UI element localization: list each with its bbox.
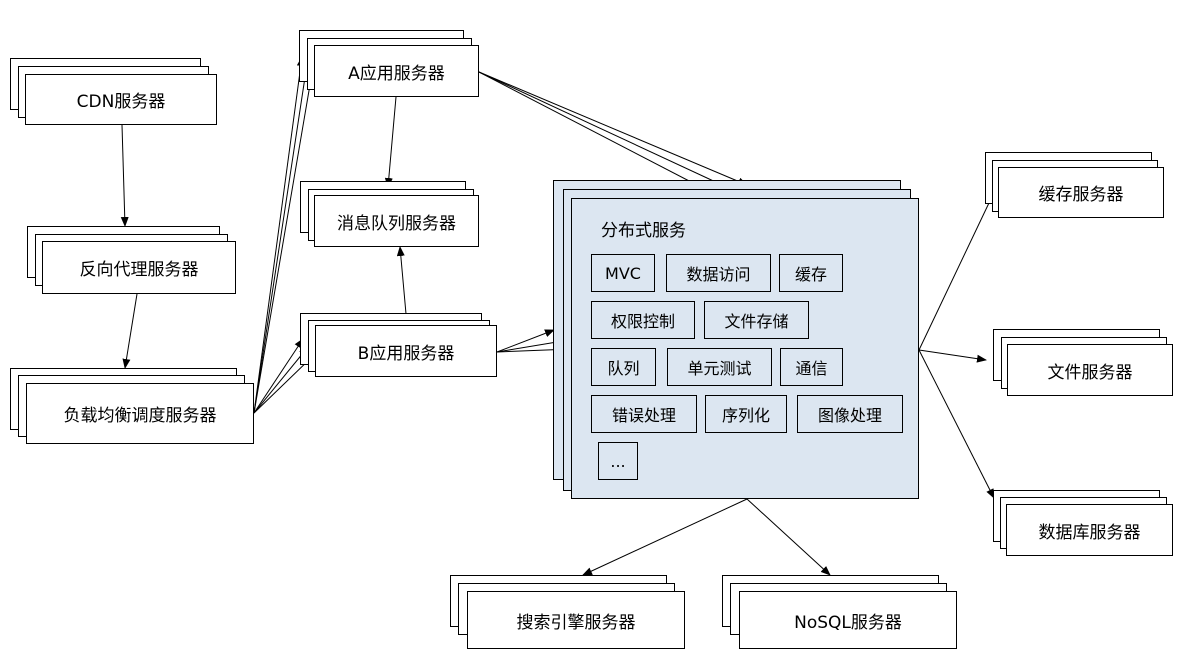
app-a-server-label: A应用服务器 [314, 45, 479, 97]
arrow-dist-to-nosql [746, 498, 831, 576]
module-communication: 通信 [780, 348, 843, 386]
module-more: ... [598, 442, 638, 480]
arrow-app-a-to-dist-2 [478, 71, 736, 192]
search-engine-server-label: 搜索引擎服务器 [467, 591, 685, 649]
arrow-dist-to-file [918, 349, 987, 363]
database-server-label: 数据库服务器 [1006, 504, 1173, 556]
file-server-label: 文件服务器 [1007, 344, 1173, 396]
reverse-proxy-server-label: 反向代理服务器 [42, 241, 236, 294]
nosql-server-label: NoSQL服务器 [739, 591, 957, 649]
module-mvc: MVC [591, 254, 655, 292]
arrow-dist-to-database [918, 349, 995, 499]
module-serialization: 序列化 [705, 395, 787, 433]
arrow-app-a-to-dist-1 [478, 71, 748, 186]
arrow-cdn-to-proxy [120, 124, 129, 227]
module-error-handling: 错误处理 [591, 395, 697, 433]
module-unit-test: 单元测试 [667, 348, 772, 386]
arrow-app-a-to-mq [384, 96, 397, 188]
module-file-storage: 文件存储 [704, 301, 809, 339]
arrow-dist-to-cache [918, 183, 999, 351]
module-access-control: 权限控制 [591, 301, 695, 339]
arrow-lb-to-app-b-1 [253, 338, 304, 414]
app-b-server-label: B应用服务器 [315, 325, 497, 377]
arrow-dist-to-search [582, 498, 748, 576]
cache-server-label: 缓存服务器 [998, 167, 1164, 218]
arrow-proxy-to-lb [122, 293, 138, 369]
load-balancer-server-label: 负载均衡调度服务器 [26, 383, 254, 444]
arrow-lb-to-app-a-1 [253, 56, 305, 414]
module-queue: 队列 [591, 348, 656, 386]
module-image-processing: 图像处理 [797, 395, 903, 433]
cdn-server-label: CDN服务器 [25, 74, 217, 125]
message-queue-server-label: 消息队列服务器 [314, 195, 479, 247]
arrow-app-b-to-dist-1 [496, 329, 555, 353]
module-data-access: 数据访问 [666, 254, 771, 292]
distributed-services-title: 分布式服务 [601, 221, 686, 241]
module-cache: 缓存 [779, 254, 843, 292]
